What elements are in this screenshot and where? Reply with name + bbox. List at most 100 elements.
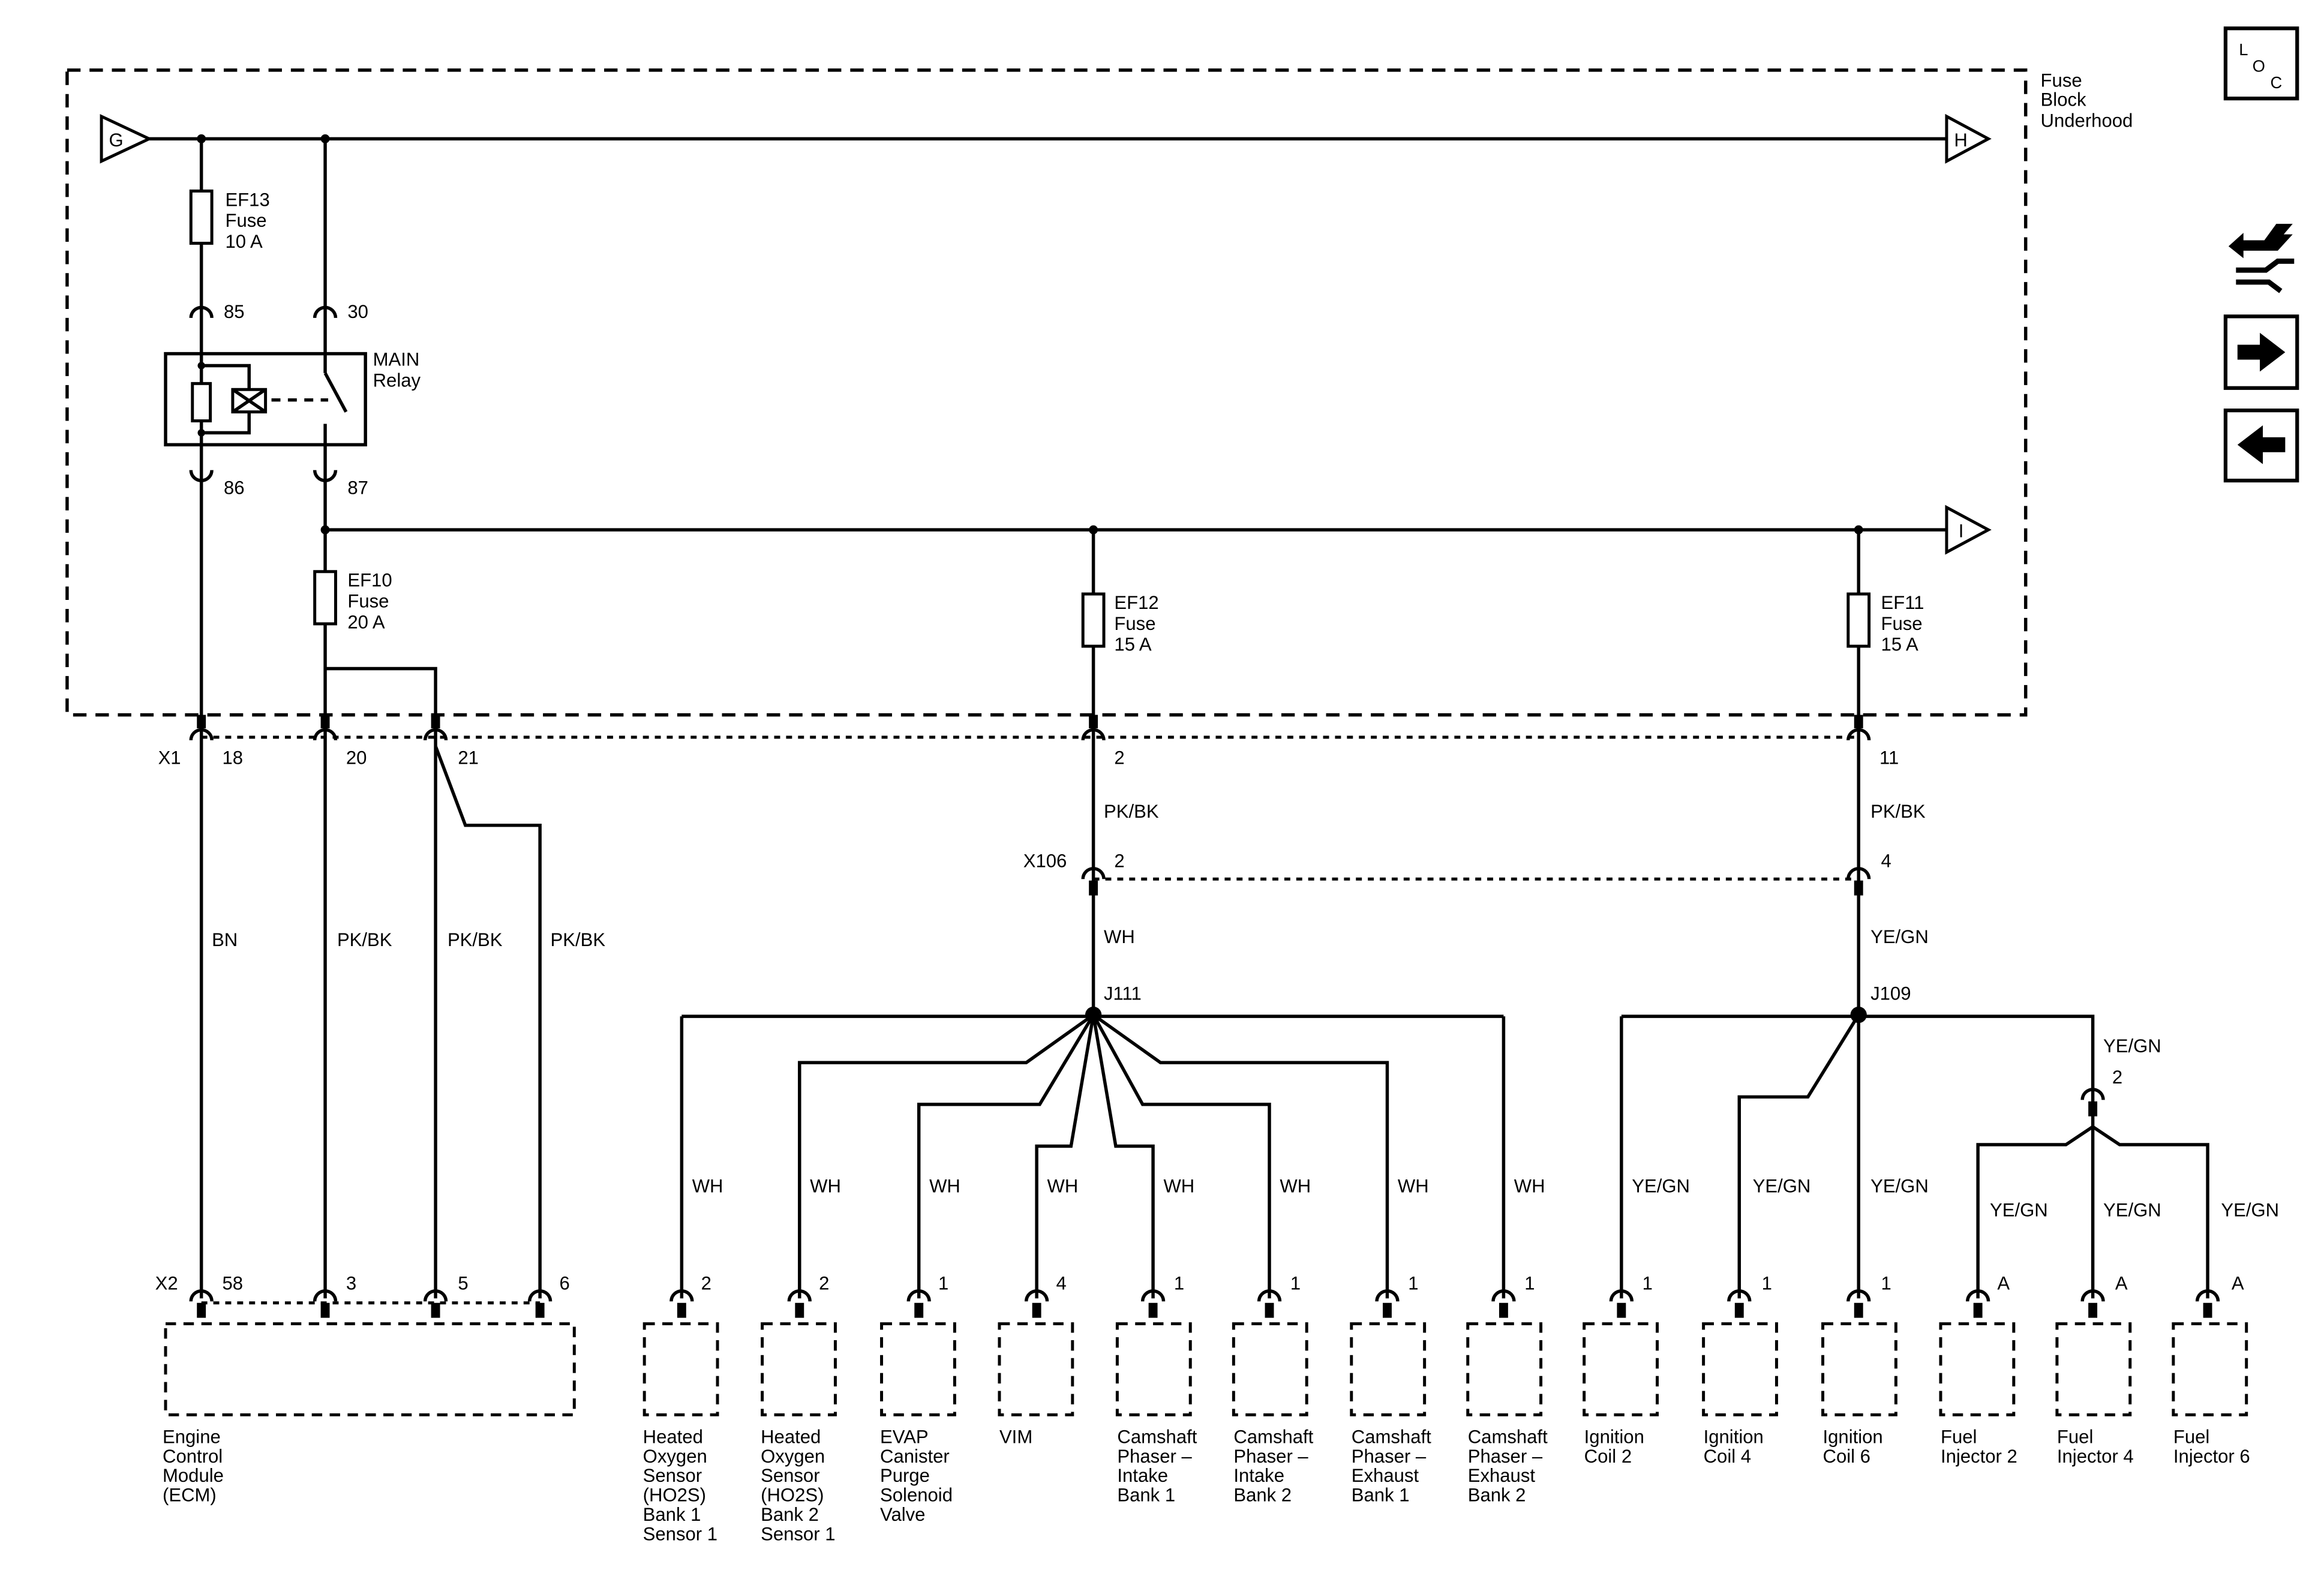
main-relay-body: [164, 352, 367, 447]
service-icon: [2228, 224, 2293, 259]
component-box: [2055, 1322, 2132, 1416]
component-evap-purge-valve: WH 1 EVAP Canister Purge Solenoid Valve: [880, 1176, 960, 1525]
wire-color-label: PK/BK: [1870, 801, 1926, 822]
component-ignition-coil-2: YE/GN 1 Ignition Coil 2: [1583, 1176, 1690, 1467]
component-label: Fuel: [2057, 1427, 2093, 1448]
wire-evap: [917, 1014, 1095, 1299]
locator-letter: O: [2253, 56, 2265, 75]
component-label: Canister: [880, 1446, 950, 1467]
fuse-block-label: Block: [2041, 89, 2086, 110]
component-pin-label: A: [2115, 1272, 2128, 1293]
component-label: Injector 4: [2057, 1446, 2134, 1467]
component-label: Sensor: [643, 1465, 702, 1486]
component-label: Bank 1: [1117, 1485, 1175, 1506]
relay-pin-label: 85: [224, 301, 245, 322]
fuse-ef10-rating: 20 A: [347, 611, 385, 632]
wire-x1-21-to-ecm-6: [434, 745, 542, 1299]
relay-pin-label: 87: [347, 477, 368, 498]
component-locator-button[interactable]: L O C: [2223, 26, 2299, 101]
fuse-ef12-type: Fuse: [1114, 613, 1155, 634]
fuse-ef10-type: Fuse: [347, 590, 389, 611]
junction-dot: [197, 362, 205, 370]
component-cam-phaser-intake-b2: WH 1 Camshaft Phaser – Intake Bank 2: [1232, 1176, 1314, 1506]
component-ignition-coil-4: YE/GN 1 Ignition Coil 4: [1702, 1176, 1811, 1467]
component-label: (HO2S): [643, 1485, 706, 1506]
fuse-ef13-name: EF13: [225, 189, 269, 210]
wire-color-label: YE/GN: [1870, 926, 1929, 947]
component-pin-label: 1: [1290, 1272, 1301, 1293]
component-label: Sensor 1: [761, 1523, 835, 1544]
fuse-ef13-rating: 10 A: [225, 231, 262, 252]
wire-color-label: WH: [692, 1176, 723, 1197]
fuse-ef11-rating: 15 A: [1881, 634, 1918, 655]
ecm-label: Control: [163, 1446, 223, 1467]
connector-x1-pin-label: 21: [458, 748, 479, 769]
relay-coil-resistor: [191, 382, 212, 423]
fuse-ef13-type: Fuse: [225, 210, 266, 231]
splice-j109-label: J109: [1870, 983, 1911, 1004]
wire-color-label: WH: [1280, 1176, 1311, 1197]
component-pin-label: 1: [1408, 1272, 1418, 1293]
splice-j111-label: J111: [1104, 983, 1142, 1004]
component-box: [880, 1322, 956, 1416]
junction-dot: [320, 525, 330, 535]
offpage-ref-h: [1945, 113, 1992, 164]
component-label: Fuel: [2173, 1427, 2209, 1448]
wire-color-label: YE/GN: [1753, 1176, 1811, 1197]
component-pin-label: 1: [1762, 1272, 1772, 1293]
ecm-module: [164, 1322, 576, 1416]
component-label: Heated: [761, 1427, 821, 1448]
next-page-button[interactable]: [2223, 314, 2299, 390]
component-pin-label: A: [1997, 1272, 2010, 1293]
component-pin-label: 1: [938, 1272, 948, 1293]
component-label: EVAP: [880, 1427, 929, 1448]
connector-x2-pin-label: 58: [222, 1272, 243, 1293]
fuse-ef13: [189, 189, 214, 245]
relay-coil-loop: [201, 364, 251, 435]
wire-color-label: BN: [212, 929, 238, 950]
component-label: Ignition: [1823, 1427, 1883, 1448]
wire-color-label: WH: [1047, 1176, 1079, 1197]
fuse-ef10-name: EF10: [347, 570, 392, 591]
component-box: [1466, 1322, 1543, 1416]
connector-x1-name: X1: [158, 748, 181, 769]
wire-color-label: PK/BK: [551, 929, 606, 950]
fuse-ef12: [1081, 592, 1106, 648]
offpage-ref-i: [1945, 505, 1992, 555]
component-cam-phaser-exhaust-b1: WH 1 Camshaft Phaser – Exhaust Bank 1: [1350, 1176, 1431, 1506]
component-pin-label: 1: [1881, 1272, 1891, 1293]
component-box: [2172, 1322, 2248, 1416]
locator-letter: C: [2270, 73, 2282, 92]
fuse-ef11-name: EF11: [1881, 592, 1924, 613]
component-label: Oxygen: [643, 1446, 707, 1467]
junction-dot: [320, 134, 330, 143]
fuse-ef12-rating: 15 A: [1114, 634, 1151, 655]
component-pin-label: 2: [819, 1272, 829, 1293]
component-label: Sensor 1: [643, 1523, 717, 1544]
previous-page-button[interactable]: [2223, 408, 2299, 483]
wire-color-label: YE/GN: [2103, 1035, 2161, 1056]
wire-cam-intake-b1: [1091, 1014, 1155, 1299]
component-label: Exhaust: [1468, 1465, 1536, 1486]
component-label: Heated: [643, 1427, 703, 1448]
connector-x1-pin-label: 11: [1879, 748, 1899, 769]
splice-j109: [1850, 1006, 1867, 1023]
offpage-ref-g-label: G: [109, 130, 124, 151]
component-label: Camshaft: [1117, 1427, 1197, 1448]
component-fuel-injector-4: YE/GN A Fuel Injector 4: [2055, 1199, 2161, 1467]
fuse-ef12-name: EF12: [1114, 592, 1158, 613]
fuse-block-boundary: [65, 68, 2028, 717]
connector-x2-pin-label: 5: [458, 1272, 468, 1293]
component-box: [1350, 1322, 1427, 1416]
connector-x2-pin-label: 3: [346, 1272, 356, 1293]
service-procedure-button[interactable]: [2228, 224, 2295, 293]
junction-dot: [197, 134, 206, 143]
wire-color-label: WH: [1398, 1176, 1429, 1197]
component-label: Camshaft: [1352, 1427, 1431, 1448]
connector-x1-pin-label: 18: [222, 748, 243, 769]
component-label: Coil 2: [1584, 1446, 1632, 1467]
wire-color-label: WH: [1163, 1176, 1194, 1197]
fuse-block-label: Fuse: [2041, 70, 2082, 91]
component-cam-phaser-intake-b1: WH 1 Camshaft Phaser – Intake Bank 1: [1115, 1176, 1197, 1506]
